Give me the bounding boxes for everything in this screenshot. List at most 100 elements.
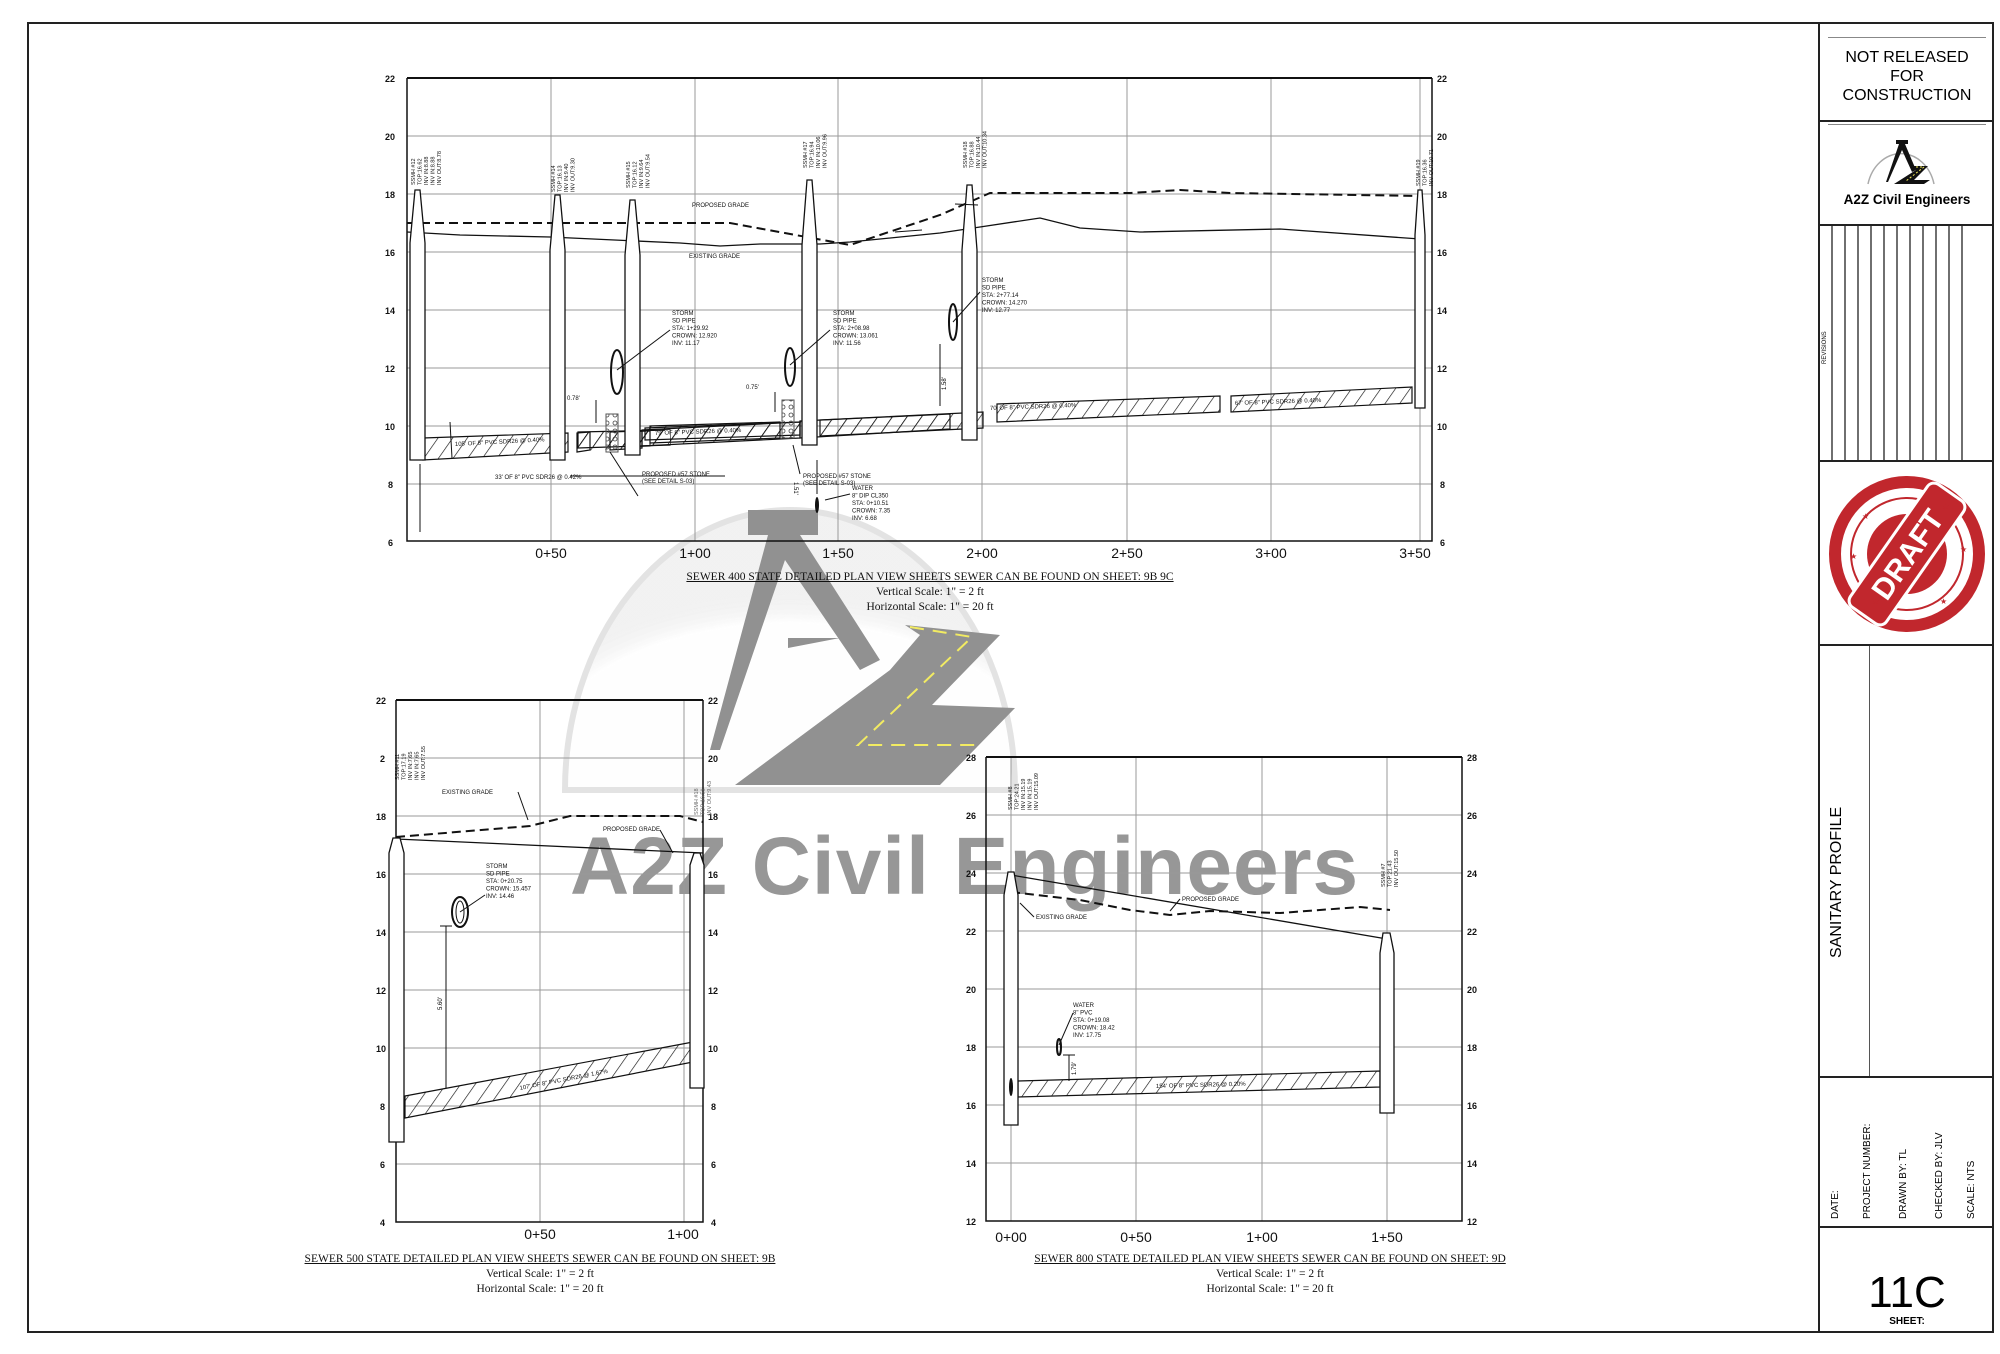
svg-text:22: 22 xyxy=(1467,927,1477,937)
svg-text:SSMH #8TOP:24.21INV IN:15.19IN: SSMH #8TOP:24.21INV IN:15.19INV IN:15.19… xyxy=(1008,773,1040,810)
svg-text:22: 22 xyxy=(1437,74,1447,84)
svg-text:★: ★ xyxy=(1872,597,1879,606)
svg-text:1.51': 1.51' xyxy=(792,482,798,495)
drawn-by-field: DRAWN BY: TL xyxy=(1898,1148,1909,1219)
svg-text:26: 26 xyxy=(1467,811,1477,821)
svg-text:67' OF 8" PVC SDR26 @ 0.40%: 67' OF 8" PVC SDR26 @ 0.40% xyxy=(1235,398,1322,407)
svg-text:14: 14 xyxy=(966,1159,976,1169)
draft-stamp-icon: DRAFT ★★★ ★★★ xyxy=(1829,476,1985,632)
company-logo-cell: A2Z Civil Engineers xyxy=(1820,126,1994,226)
svg-text:6: 6 xyxy=(1440,538,1445,548)
svg-text:★: ★ xyxy=(1940,597,1947,606)
date-field: DATE: xyxy=(1830,1190,1841,1219)
svg-text:20: 20 xyxy=(708,754,718,764)
svg-text:6: 6 xyxy=(711,1160,716,1170)
svg-text:PROPOSED #57 STONE(SEE DETAIL: PROPOSED #57 STONE(SEE DETAIL S-03) xyxy=(803,474,871,487)
svg-text:28: 28 xyxy=(1467,753,1477,763)
svg-text:14: 14 xyxy=(1437,306,1447,316)
svg-text:1.79': 1.79' xyxy=(1072,1062,1078,1075)
svg-text:18: 18 xyxy=(1437,190,1447,200)
svg-text:SSMH #11TOP:17.19INV IN:7.65IN: SSMH #11TOP:17.19INV IN:7.65INV IN:7.65I… xyxy=(395,746,427,780)
svg-text:28: 28 xyxy=(966,753,976,763)
svg-text:0.78': 0.78' xyxy=(567,396,580,402)
svg-text:16: 16 xyxy=(966,1101,976,1111)
draft-stamp-cell: DRAFT ★★★ ★★★ xyxy=(1820,462,1994,646)
svg-text:12: 12 xyxy=(385,364,395,374)
svg-text:20: 20 xyxy=(1437,132,1447,142)
company-logo-icon xyxy=(1867,140,1935,185)
svg-text:★: ★ xyxy=(1960,545,1967,554)
sheet-border xyxy=(27,22,1994,1333)
svg-text:18: 18 xyxy=(966,1043,976,1053)
sewer-800-caption: SEWER 800 STATE DETAILED PLAN VIEW SHEET… xyxy=(1034,1253,1506,1295)
svg-text:20: 20 xyxy=(385,132,395,142)
svg-text:PROPOSED #57 STONE(SEE DETAIL: PROPOSED #57 STONE(SEE DETAIL S-03) xyxy=(642,472,710,485)
svg-text:0+50: 0+50 xyxy=(524,1226,556,1242)
svg-text:20: 20 xyxy=(1467,985,1477,995)
svg-text:12: 12 xyxy=(376,986,386,996)
svg-text:14: 14 xyxy=(1467,1159,1477,1169)
svg-text:SSMH #15TOP:16.12INV IN:9.64IN: SSMH #15TOP:16.12INV IN:9.64INV OUT:9.54 xyxy=(626,154,652,188)
drawing-title-cell: SANITARY PROFILE xyxy=(1820,646,1994,1078)
svg-text:14: 14 xyxy=(376,928,386,938)
svg-text:18: 18 xyxy=(385,190,395,200)
svg-text:16: 16 xyxy=(708,870,718,880)
svg-text:3+50: 3+50 xyxy=(1399,545,1431,560)
svg-text:1+00: 1+00 xyxy=(1246,1229,1278,1245)
project-info-cell: DATE: PROJECT NUMBER: DRAWN BY: TL CHECK… xyxy=(1820,1078,1994,1228)
svg-text:4: 4 xyxy=(711,1218,716,1228)
sheet-number: 11C xyxy=(1868,1268,1946,1317)
svg-text:SSMH #18TOP:16.51INV OUT:9.43: SSMH #18TOP:16.51INV OUT:9.43 xyxy=(694,781,713,815)
svg-text:★: ★ xyxy=(1850,552,1857,561)
svg-text:105' OF 8" PVC SDR26 @ 0.40%: 105' OF 8" PVC SDR26 @ 0.40% xyxy=(455,437,546,448)
svg-text:8: 8 xyxy=(1440,480,1445,490)
svg-text:6: 6 xyxy=(388,538,393,548)
revisions-cell: REVISIONS xyxy=(1820,226,1994,462)
svg-text:PROPOSED GRADE: PROPOSED GRADE xyxy=(1182,897,1239,903)
svg-text:10: 10 xyxy=(1437,422,1447,432)
sheet-number-cell: 11C SHEET: xyxy=(1820,1228,1994,1333)
svg-text:1+50: 1+50 xyxy=(1371,1229,1403,1245)
svg-text:16: 16 xyxy=(385,248,395,258)
release-status-cell: NOT RELEASED FOR CONSTRUCTION xyxy=(1820,22,1994,125)
revisions-label: REVISIONS xyxy=(1822,331,1828,364)
svg-text:8: 8 xyxy=(380,1102,385,1112)
svg-text:2: 2 xyxy=(380,754,385,764)
svg-text:3+00: 3+00 xyxy=(1255,545,1287,560)
svg-text:SSMH #14TOP:16.13INV IN:9.40IN: SSMH #14TOP:16.13INV IN:9.40INV OUT:9.30 xyxy=(551,158,577,192)
drawing-title: SANITARY PROFILE xyxy=(1828,806,1845,958)
scale-field: SCALE: NTS xyxy=(1966,1160,1977,1219)
revisions-grid xyxy=(1831,226,1963,460)
svg-text:SSMH #7TOP:21.43INV OUT:15.50: SSMH #7TOP:21.43INV OUT:15.50 xyxy=(1381,850,1400,887)
svg-text:SSMH #18TOP:16.88INV IN:10.44I: SSMH #18TOP:16.88INV IN:10.44INV OUT:10.… xyxy=(963,131,989,168)
svg-text:0+00: 0+00 xyxy=(995,1229,1027,1245)
svg-text:★: ★ xyxy=(1942,502,1949,511)
svg-text:5.60': 5.60' xyxy=(438,997,444,1010)
svg-text:1+00: 1+00 xyxy=(667,1226,699,1242)
svg-text:2+00: 2+00 xyxy=(966,545,998,560)
svg-text:8: 8 xyxy=(711,1102,716,1112)
svg-text:1+50: 1+50 xyxy=(822,545,854,560)
svg-text:0+50: 0+50 xyxy=(535,545,567,560)
svg-text:PROPOSED GRADE: PROPOSED GRADE xyxy=(603,827,660,833)
svg-text:18: 18 xyxy=(708,812,718,822)
svg-text:2+50: 2+50 xyxy=(1111,545,1143,560)
svg-text:0+50: 0+50 xyxy=(1120,1229,1152,1245)
svg-text:★: ★ xyxy=(1862,512,1869,521)
svg-text:14: 14 xyxy=(708,928,718,938)
svg-text:16: 16 xyxy=(1437,248,1447,258)
svg-text:EXISTING GRADE: EXISTING GRADE xyxy=(1036,915,1087,921)
svg-text:70' OF 8" PVC SDR26 @ 0.40%: 70' OF 8" PVC SDR26 @ 0.40% xyxy=(990,403,1077,412)
svg-text:18: 18 xyxy=(376,812,386,822)
svg-text:154' OF 8" PVC SDR26 @ 0.20%: 154' OF 8" PVC SDR26 @ 0.20% xyxy=(1156,1082,1247,1090)
watermark-logo-icon xyxy=(561,507,1019,793)
svg-text:SSMH #19TOP:16.36INV OUT:10.71: SSMH #19TOP:16.36INV OUT:10.71 xyxy=(1416,149,1435,186)
svg-text:10: 10 xyxy=(385,422,395,432)
svg-text:0.75': 0.75' xyxy=(746,385,759,391)
